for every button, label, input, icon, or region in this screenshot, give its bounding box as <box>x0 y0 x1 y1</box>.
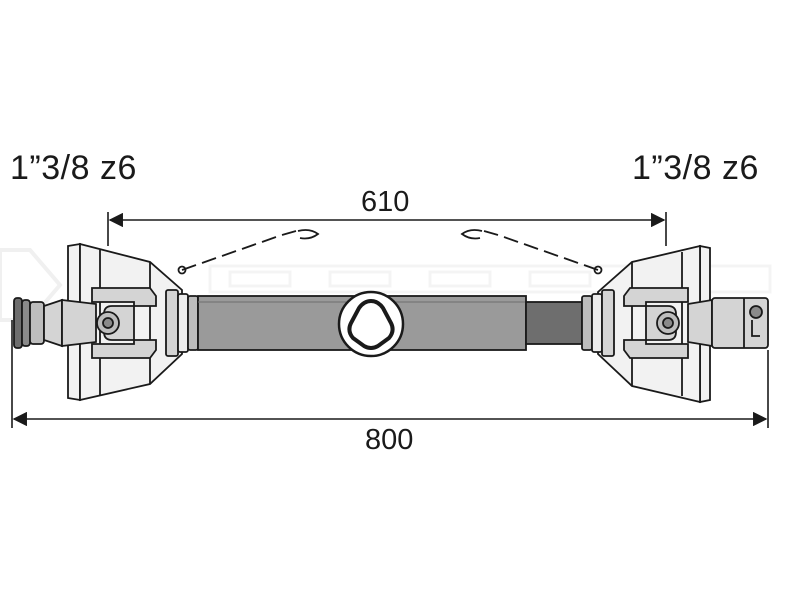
left-connection-spec: 1”3/8 z6 <box>10 149 137 187</box>
left-spline-end <box>13 297 63 349</box>
inner-dimension <box>107 212 667 246</box>
tube-profile-badge <box>337 290 405 358</box>
overall-dimension <box>11 320 769 428</box>
right-collar <box>711 297 769 349</box>
watermark <box>0 248 772 322</box>
right-yoke <box>623 287 713 359</box>
right-safety-chain <box>460 229 603 275</box>
left-safety-chain <box>177 229 320 275</box>
inner-tube <box>525 301 583 345</box>
inner-length-label: 610 <box>361 186 410 218</box>
right-coupling <box>581 289 615 357</box>
left-yoke <box>61 287 157 359</box>
left-coupling <box>165 289 199 357</box>
overall-length-label: 800 <box>365 424 414 456</box>
right-connection-spec: 1”3/8 z6 <box>632 149 759 187</box>
